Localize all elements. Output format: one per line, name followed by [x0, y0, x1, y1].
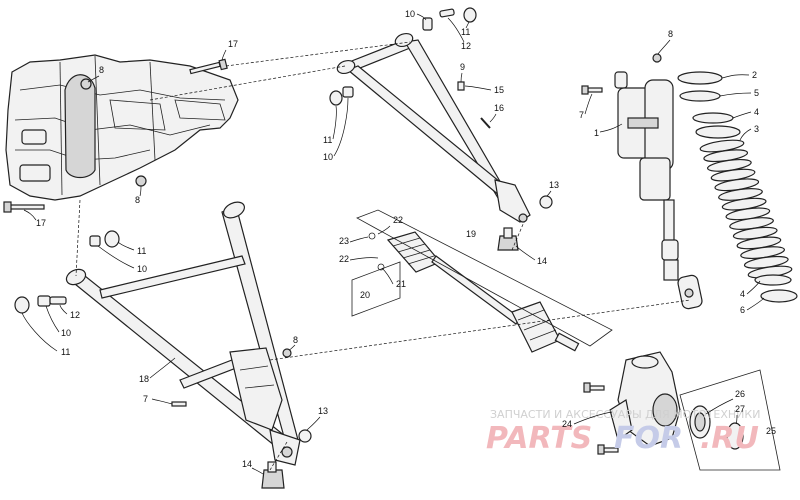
drive-axle — [368, 231, 580, 353]
callout-11-left: 11 — [323, 135, 332, 145]
steering-knuckle — [583, 351, 744, 455]
shock-absorber — [581, 71, 703, 310]
callout-10-left: 10 — [323, 152, 333, 162]
bolt-17-upper — [189, 58, 228, 75]
callout-13-upper: 13 — [549, 180, 559, 190]
callout-10-lower-right: 10 — [137, 264, 147, 274]
callout-14-lower: 14 — [242, 459, 252, 469]
callout-19: 19 — [466, 229, 476, 239]
frame-section — [5, 54, 239, 201]
callout-26: 26 — [735, 389, 745, 399]
lower-arm-bushings — [14, 230, 312, 489]
callout-8-shock-top: 8 — [668, 29, 673, 39]
svg-text:FOR: FOR — [614, 421, 683, 456]
callout-21: 21 — [396, 279, 406, 289]
svg-text:PARTS: PARTS — [486, 421, 592, 456]
callout-22-lower: 22 — [339, 254, 349, 264]
callout-2: 2 — [752, 70, 757, 80]
upper-a-arm — [336, 32, 531, 223]
callout-6: 6 — [740, 305, 745, 315]
callout-22-upper: 22 — [393, 215, 403, 225]
callout-10-top: 10 — [405, 9, 415, 19]
callout-17-lower: 17 — [36, 218, 46, 228]
ball-joint-upper — [497, 227, 519, 251]
callout-8-frame-bottom: 8 — [135, 195, 140, 205]
callout-1: 1 — [594, 128, 599, 138]
callout-17-upper: 17 — [228, 39, 238, 49]
callout-23: 23 — [339, 236, 349, 246]
callout-13-lower: 13 — [318, 406, 328, 416]
callout-11-lower-right: 11 — [137, 246, 146, 256]
callout-7-upper: 7 — [579, 110, 584, 120]
callout-12-lower: 12 — [70, 310, 80, 320]
callout-27: 27 — [735, 404, 745, 414]
coil-spring — [677, 71, 798, 303]
leader-lines — [75, 41, 691, 471]
callouts: 1 2 3 4 4 5 6 7 7 8 8 8 8 — [21, 9, 776, 475]
callout-14-upper: 14 — [537, 256, 547, 266]
callout-4-lower: 4 — [740, 289, 745, 299]
callout-7-lower: 7 — [143, 394, 148, 404]
callout-10-lower-left: 10 — [61, 328, 71, 338]
svg-text:ЗАПЧАСТИ И АКСЕССУАРЫ ДЛЯ МОТО: ЗАПЧАСТИ И АКСЕССУАРЫ ДЛЯ МОТОТЕХНИКИ — [490, 408, 760, 421]
callout-5: 5 — [754, 88, 759, 98]
callout-16: 16 — [494, 103, 504, 113]
bolt-17-lower — [3, 201, 45, 213]
callout-25: 25 — [766, 426, 776, 436]
callout-12-top: 12 — [461, 41, 471, 51]
callout-11-lower-left: 11 — [61, 347, 70, 357]
upper-arm-bushings — [329, 7, 662, 209]
callout-20: 20 — [360, 290, 370, 300]
callout-24: 24 — [562, 419, 572, 429]
callout-8-lower-arm: 8 — [293, 335, 298, 345]
callout-18: 18 — [139, 374, 149, 384]
svg-text:.RU: .RU — [700, 421, 759, 456]
callout-3: 3 — [754, 124, 759, 134]
lower-a-arm — [65, 201, 301, 466]
callout-11-top: 11 — [461, 27, 470, 37]
callout-15: 15 — [494, 85, 504, 95]
callout-8-frame-top: 8 — [99, 65, 104, 75]
callout-9: 9 — [460, 62, 465, 72]
callout-4-upper: 4 — [754, 107, 759, 117]
watermark: ЗАПЧАСТИ И АКСЕССУАРЫ ДЛЯ МОТОТЕХНИКИ PA… — [486, 408, 760, 456]
